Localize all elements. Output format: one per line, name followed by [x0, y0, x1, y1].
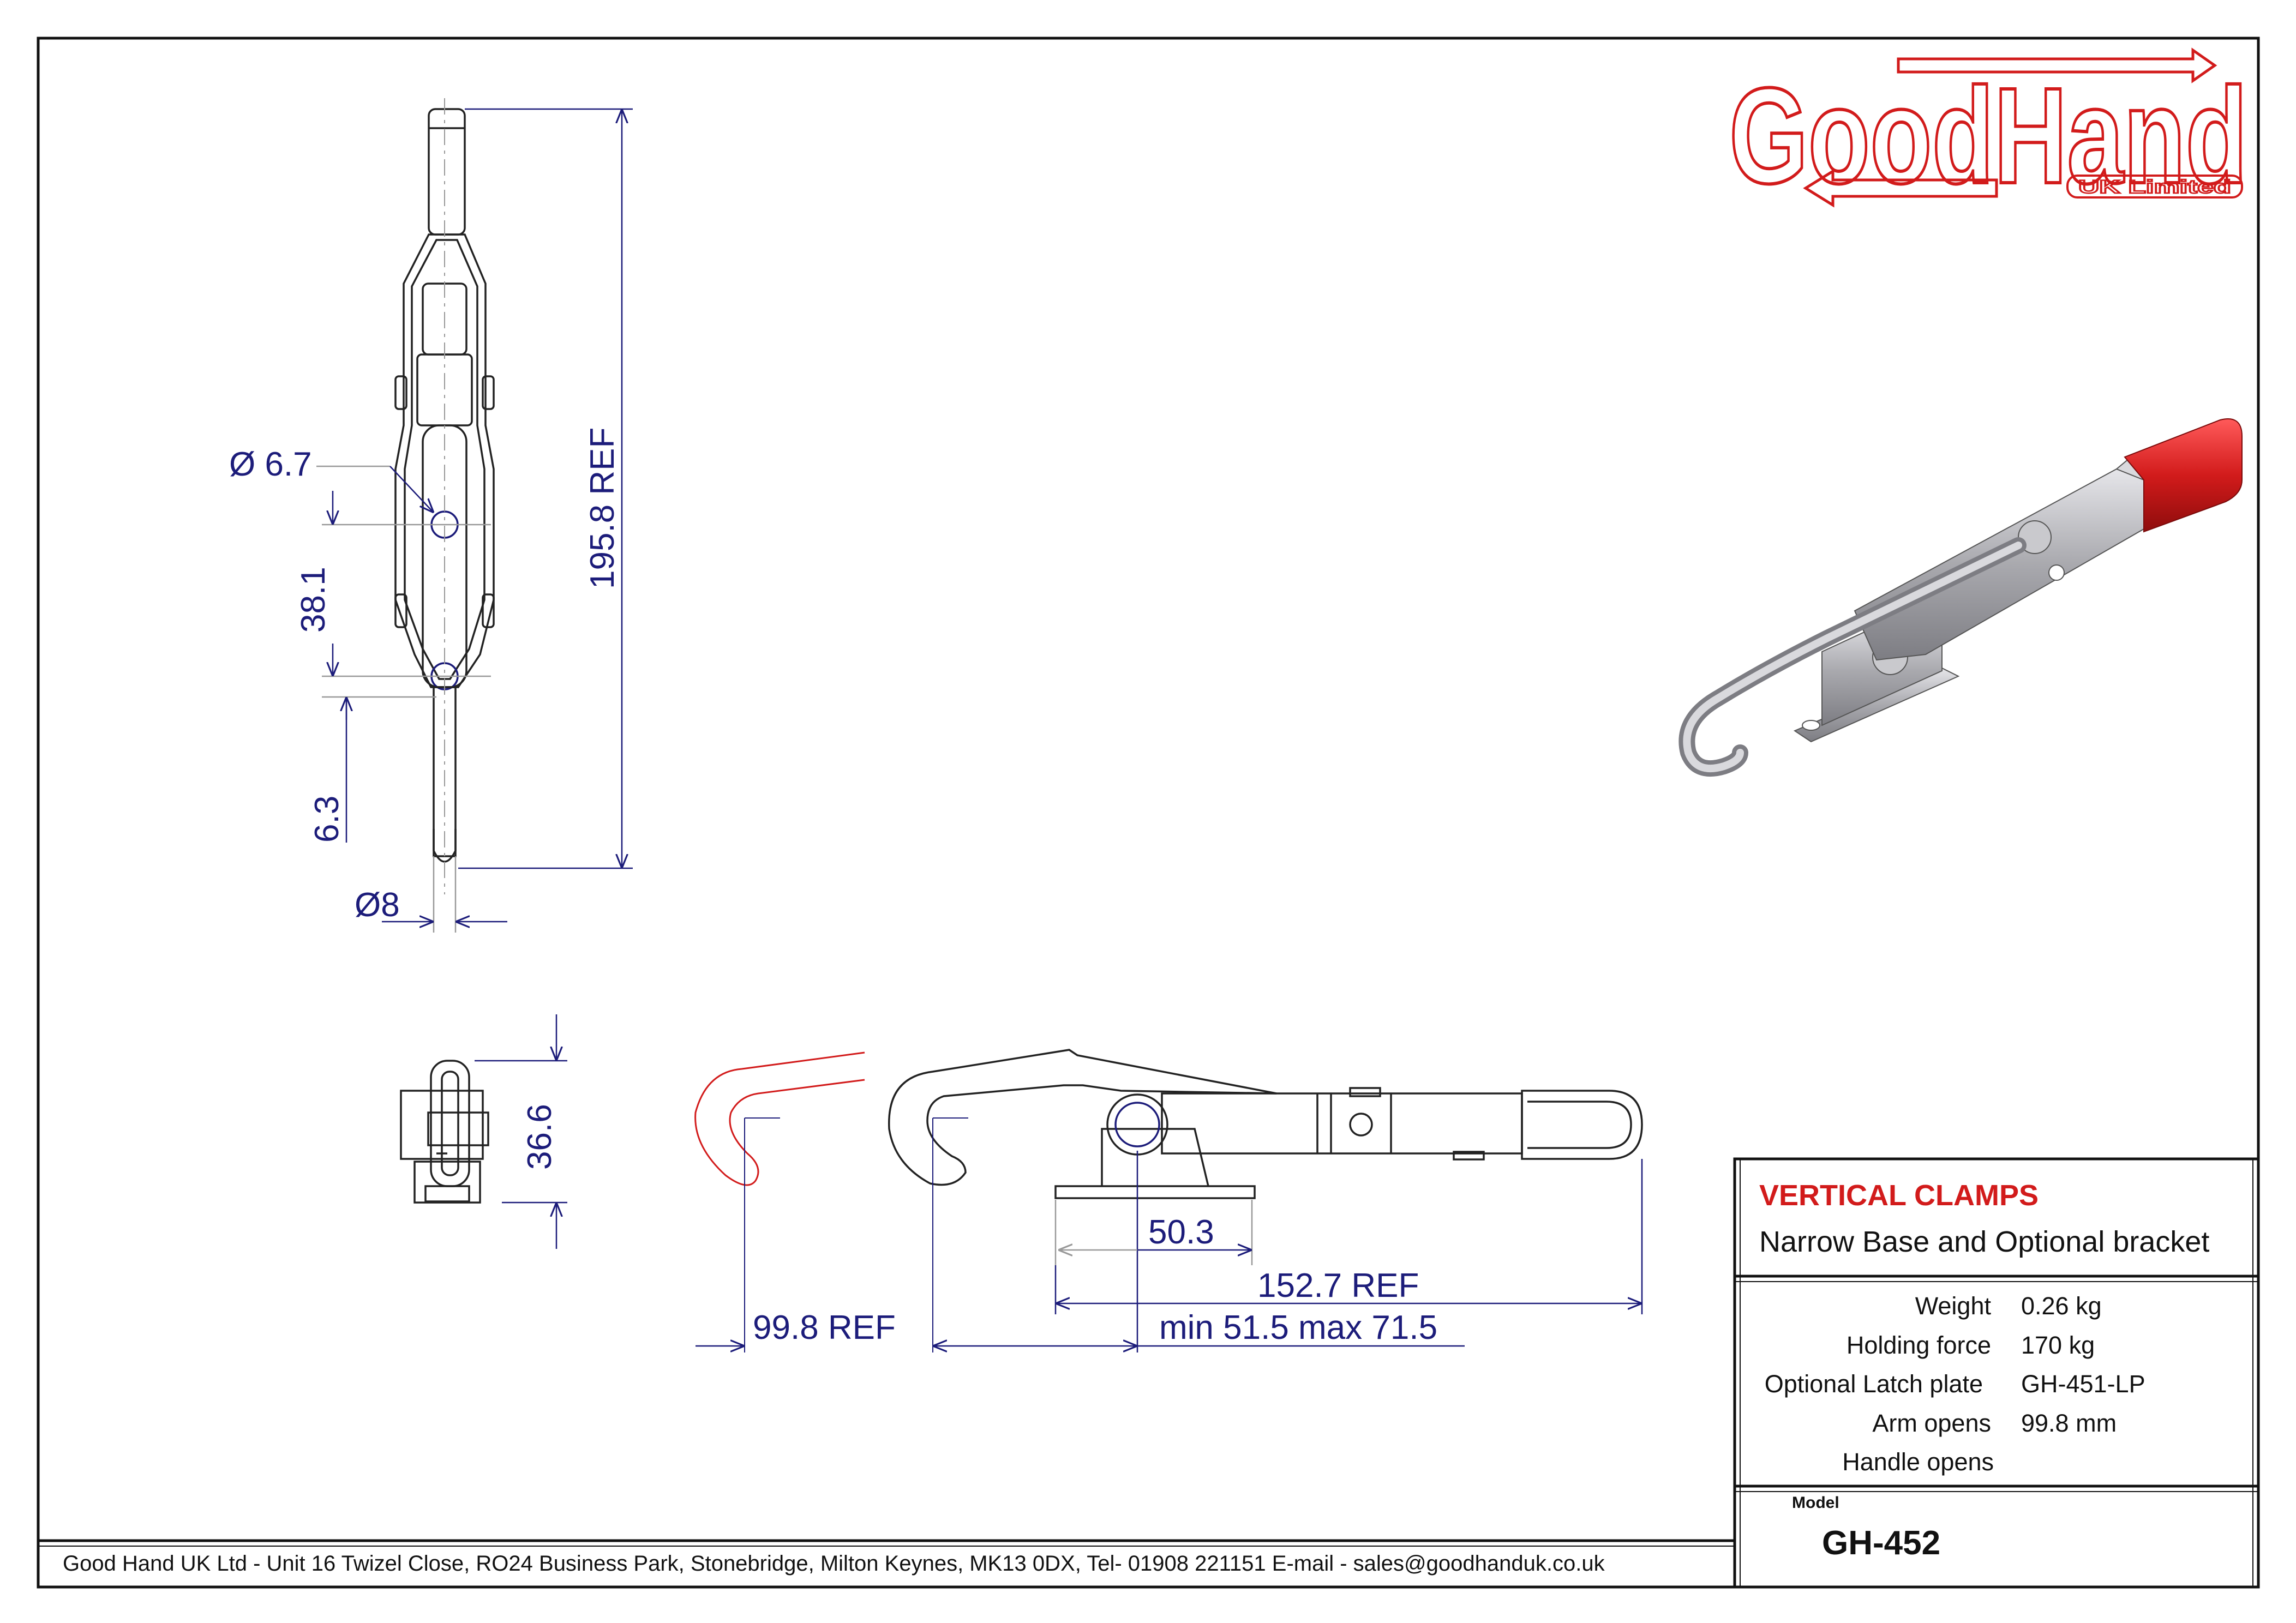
- dim-hole-dia: Ø 6.7: [229, 446, 312, 483]
- spec-label-arm-opens: Arm opens: [1872, 1409, 1991, 1437]
- dim-pin-spacing: 38.1: [295, 567, 332, 633]
- iso-red-handle: [2124, 418, 2243, 533]
- spec-label-handle-opens: Handle opens: [1842, 1448, 1994, 1476]
- spec-label-weight: Weight: [1915, 1292, 1992, 1320]
- iso-view-clamp: [1678, 418, 2243, 777]
- logo-sub-box: [2066, 175, 2243, 199]
- dim-offset: 6.3: [308, 796, 346, 843]
- handle-body: [394, 233, 495, 688]
- top-view-clamp: [394, 98, 495, 894]
- dim-arm-opens: 99.8 REF: [753, 1309, 896, 1347]
- dim-overall-length: 152.7 REF: [1257, 1267, 1419, 1305]
- logo-subtext: UK Limited: [2078, 177, 2231, 197]
- hook-open-position: [694, 1051, 865, 1352]
- spec-value-arm-opens: 99.8 mm: [2021, 1409, 2117, 1437]
- model-label: Model: [1792, 1494, 1839, 1512]
- dim-width: 36.6: [521, 1104, 559, 1170]
- model-number: GH-452: [1822, 1524, 1940, 1562]
- side-view-clamp: [888, 1049, 1643, 1352]
- spec-list: Weight 0.26 kg Holding force 170 kg Opti…: [1765, 1292, 2145, 1476]
- dim-base-hole: 50.3: [1148, 1213, 1214, 1251]
- logo-arrow-top: [1897, 47, 2217, 83]
- spec-value-weight: 0.26 kg: [2021, 1292, 2102, 1320]
- company-logo: GoodHand UK Limited: [1728, 47, 2249, 213]
- end-view-dimensions: [475, 1014, 567, 1249]
- top-view-dimensions: [316, 108, 633, 933]
- spec-label-holding-force: Holding force: [1847, 1331, 1991, 1359]
- base-plate: [1054, 1185, 1256, 1199]
- hook-arm: [888, 1049, 1277, 1186]
- end-view-clamp: [400, 1060, 489, 1204]
- dim-stroke-range: min 51.5 max 71.5: [1159, 1309, 1437, 1347]
- spec-value-latch-plate: GH-451-LP: [2021, 1370, 2145, 1398]
- dim-length-ref: 195.8 REF: [584, 428, 621, 589]
- spec-label-latch-plate: Optional Latch plate: [1765, 1370, 1983, 1398]
- logo-arrow-bottom: [1803, 169, 1998, 208]
- clamp-description: Narrow Base and Optional bracket: [1759, 1225, 2209, 1258]
- footer-address: Good Hand UK Ltd - Unit 16 Twizel Close,…: [63, 1552, 1605, 1576]
- lever-body: [1161, 1092, 1523, 1155]
- dim-rod-dia: Ø8: [355, 886, 400, 924]
- title-block: [1733, 1157, 2260, 1589]
- logo-text: GoodHand: [1729, 59, 2247, 212]
- sheet-border: [37, 37, 2260, 1589]
- clamp-category: VERTICAL CLAMPS: [1759, 1179, 2039, 1212]
- spec-value-holding-force: 170 kg: [2021, 1331, 2095, 1359]
- side-view-dimensions: [696, 1151, 1643, 1352]
- handle-end: [1521, 1090, 1643, 1160]
